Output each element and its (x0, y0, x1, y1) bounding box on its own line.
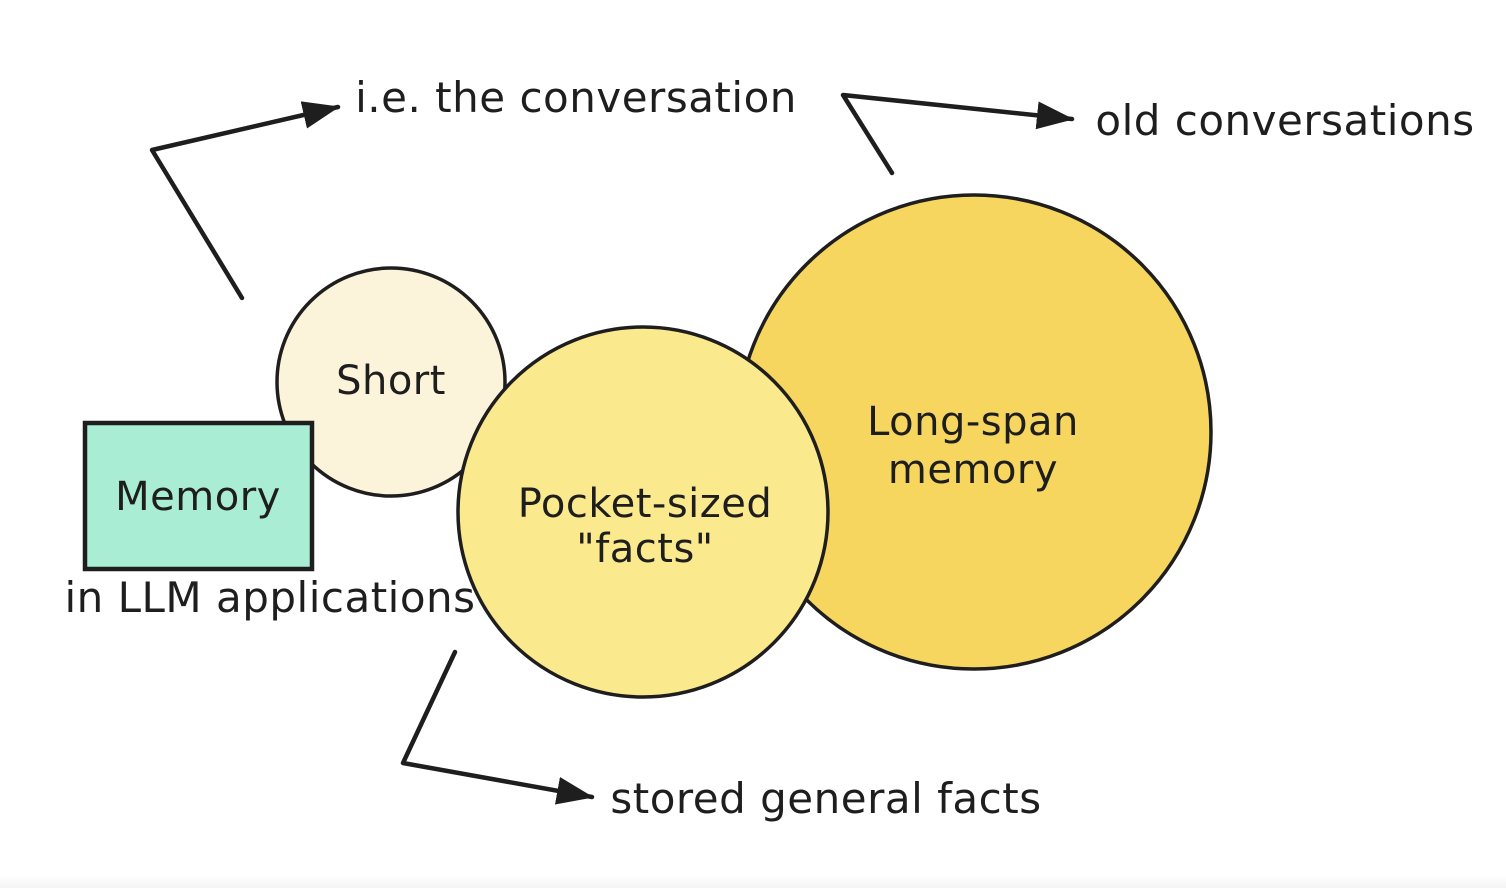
arrow-to-old-conversations (840, 92, 1075, 176)
short-term-circle (275, 266, 507, 498)
memory-box-label: Memory (115, 474, 281, 520)
short-circle-label: Short (336, 358, 446, 404)
arrow-to-conversation (149, 101, 341, 301)
pocket-circle-label-line1: Pocket-sized (518, 481, 773, 527)
annotation-stored-facts: stored general facts (610, 774, 1041, 823)
subtitle-label: in LLM applications (64, 573, 475, 622)
arrow-to-stored-facts (400, 649, 595, 805)
memory-box (82, 420, 315, 572)
pocket-circle-label-line2: "facts" (576, 526, 713, 572)
long-span-circle-label-line2: memory (888, 447, 1058, 493)
annotation-old-conversations: old conversations (1095, 96, 1474, 145)
pocket-facts-circle (456, 325, 830, 699)
long-span-circle-label-line1: Long-span (867, 399, 1079, 445)
annotation-conversation: i.e. the conversation (355, 73, 797, 122)
